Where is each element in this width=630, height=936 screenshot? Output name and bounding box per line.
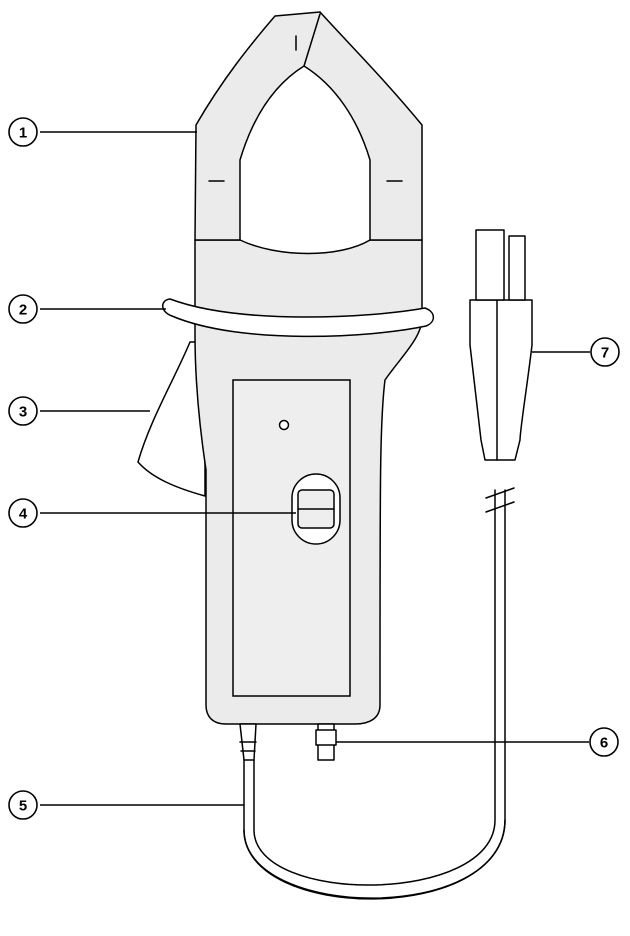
- hand-guard: [162, 298, 435, 338]
- banana-pin-left: [475, 229, 505, 301]
- jaw-trigger: [137, 341, 206, 497]
- callout-3: 3: [8, 396, 38, 426]
- output-cable-bottom: [243, 819, 506, 900]
- callout-7: 7: [590, 337, 620, 367]
- cable-break-mark-1: [485, 487, 515, 499]
- battery-plug-cap: [315, 729, 337, 746]
- callout-1: 1: [8, 117, 38, 147]
- callout-6: 6: [589, 727, 619, 757]
- callout-3-label: 3: [19, 404, 27, 421]
- indicator-hole: [278, 419, 290, 431]
- output-cable-inner: [253, 489, 496, 886]
- callout-1-label: 1: [19, 125, 27, 142]
- jaw-opening: [239, 65, 371, 255]
- callout-2: 2: [8, 294, 38, 324]
- connector-body: [469, 299, 533, 461]
- callout-4: 4: [8, 498, 38, 528]
- callout-2-label: 2: [19, 302, 27, 319]
- callout-5-label: 5: [19, 798, 27, 815]
- callout-4-label: 4: [19, 506, 28, 523]
- callout-6-label: 6: [600, 735, 608, 752]
- jaw-split-line: [303, 13, 321, 67]
- cable-break-mark-2: [485, 501, 515, 513]
- callout-5: 5: [8, 790, 38, 820]
- callout-7-label: 7: [601, 345, 609, 362]
- banana-pin-right: [508, 235, 526, 301]
